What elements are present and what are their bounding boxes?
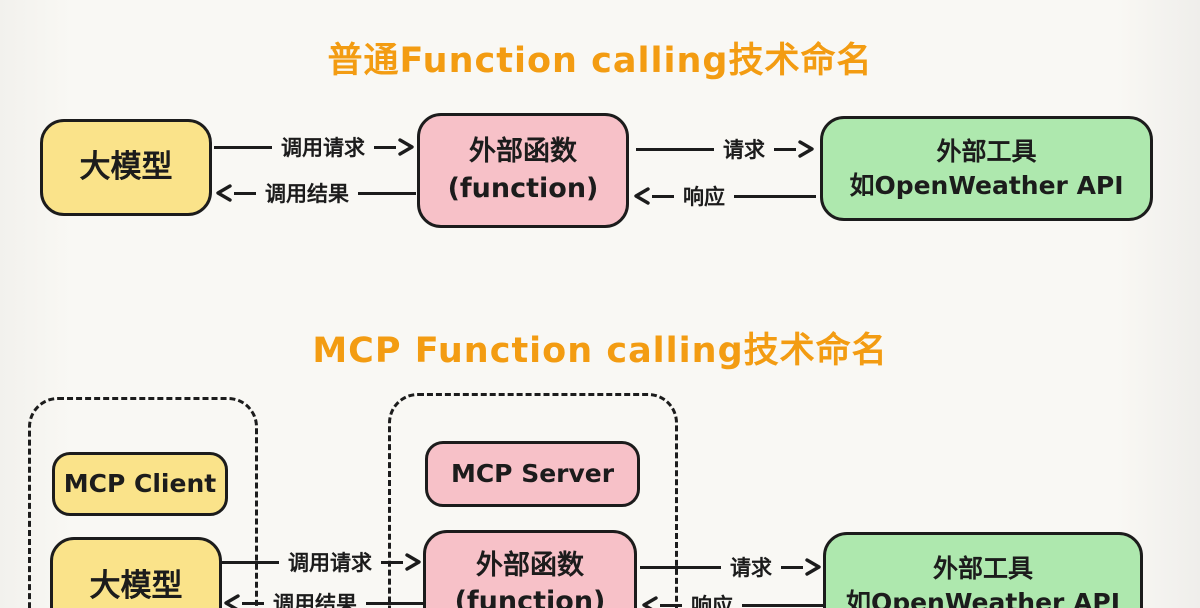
- arrow-right-icon: [398, 138, 414, 156]
- arrow-left-icon: [224, 594, 240, 608]
- arrow-call-result-2: 调用结果: [222, 588, 423, 608]
- box-tool-1: 外部工具 如OpenWeather API: [820, 116, 1153, 221]
- section2-title: MCP Function calling技术命名: [312, 331, 888, 371]
- arrow-line: [652, 194, 674, 198]
- box-function-1-line1: 外部函数: [469, 136, 577, 168]
- arrow-label: 响应: [691, 594, 733, 608]
- arrow-line: [774, 147, 796, 151]
- box-tool-2-line1: 外部工具: [932, 554, 1033, 584]
- arrow-label: 调用请求: [281, 136, 365, 160]
- arrow-left-icon: [642, 596, 658, 608]
- arrow-line: [222, 560, 279, 564]
- arrow-label: 响应: [683, 185, 725, 209]
- box-tool-1-line1: 外部工具: [936, 136, 1037, 166]
- arrow-line: [366, 601, 423, 605]
- arrow-line: [242, 601, 264, 605]
- arrow-line: [660, 603, 682, 607]
- box-tool-1-line2: 如OpenWeather API: [849, 170, 1124, 200]
- box-mcp-server-label: MCP Server: [450, 459, 615, 489]
- arrow-left-icon: [216, 184, 232, 202]
- arrow-line: [636, 147, 714, 151]
- arrow-call-request-1: 调用请求: [214, 132, 416, 162]
- section1-title: 普通Function calling技术命名: [327, 41, 873, 81]
- box-function-2-line1: 外部函数: [476, 549, 584, 581]
- box-llm-1-label: 大模型: [79, 148, 173, 185]
- arrow-call-request-2: 调用请求: [222, 547, 423, 577]
- arrow-line: [234, 191, 256, 195]
- box-mcp-client-label: MCP Client: [63, 469, 217, 499]
- arrow-request-1: 请求: [636, 134, 816, 164]
- arrow-label: 请求: [730, 556, 772, 580]
- box-function-2-line2: (function): [454, 586, 606, 608]
- arrow-call-result-1: 调用结果: [214, 178, 416, 208]
- arrow-right-icon: [805, 558, 821, 576]
- mcp-client-group: [28, 397, 258, 608]
- arrow-response-2: 响应: [640, 590, 823, 608]
- box-function-1: 外部函数 (function): [417, 113, 629, 228]
- arrow-line: [381, 560, 403, 564]
- arrow-line: [734, 194, 816, 198]
- arrow-label: 调用请求: [288, 551, 372, 575]
- arrow-line: [358, 191, 416, 195]
- arrow-response-1: 响应: [632, 181, 816, 211]
- arrow-line: [214, 145, 272, 149]
- arrow-line: [640, 565, 721, 569]
- box-mcp-client: MCP Client: [52, 452, 228, 516]
- arrow-line: [374, 145, 396, 149]
- arrow-request-2: 请求: [640, 552, 823, 582]
- arrow-label: 请求: [723, 138, 765, 162]
- mcp-server-group: [388, 393, 678, 608]
- box-tool-2-line2: 如OpenWeather API: [845, 588, 1121, 608]
- arrow-right-icon: [405, 553, 421, 571]
- arrow-left-icon: [634, 187, 650, 205]
- box-llm-2: 大模型: [50, 537, 222, 608]
- arrow-label: 调用结果: [273, 592, 357, 608]
- box-mcp-server: MCP Server: [425, 441, 640, 507]
- arrow-line: [742, 603, 823, 607]
- box-function-1-line2: (function): [447, 172, 599, 204]
- arrow-line: [781, 565, 803, 569]
- box-tool-2: 外部工具 如OpenWeather API: [823, 532, 1143, 608]
- box-llm-2-label: 大模型: [89, 568, 183, 605]
- arrow-label: 调用结果: [265, 182, 349, 206]
- box-llm-1: 大模型: [40, 119, 212, 216]
- arrow-right-icon: [798, 140, 814, 158]
- box-function-2: 外部函数 (function): [423, 530, 637, 608]
